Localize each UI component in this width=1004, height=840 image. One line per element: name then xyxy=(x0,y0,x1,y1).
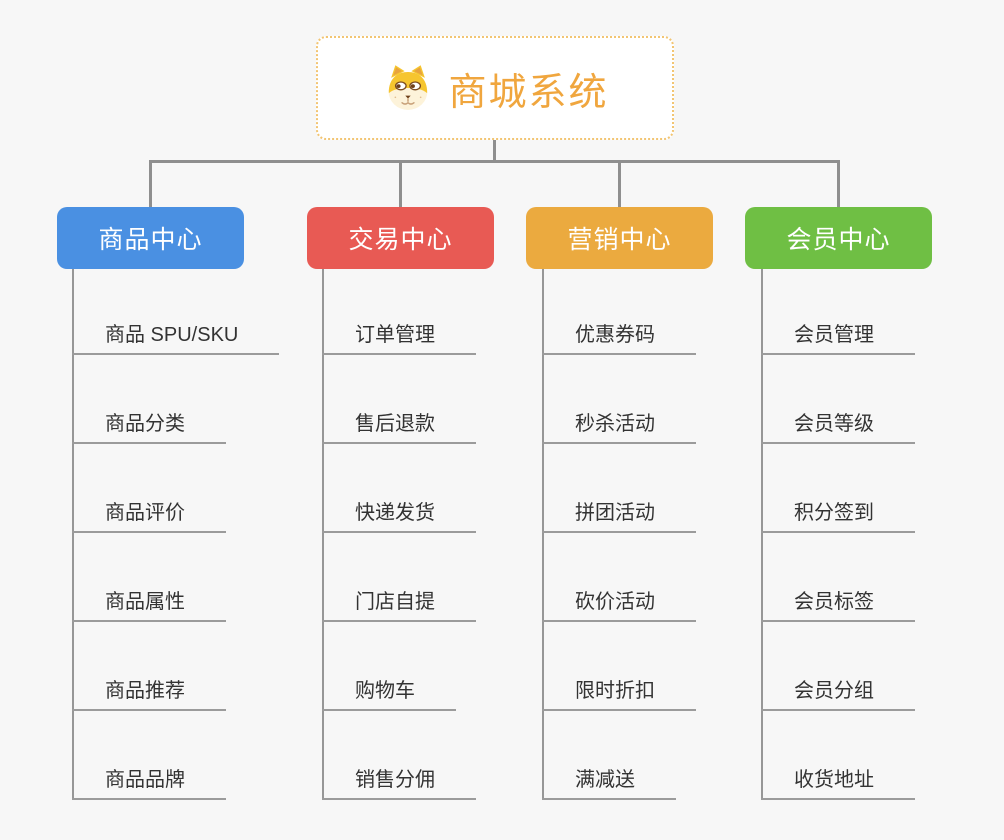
leaf-node[interactable]: 门店自提 xyxy=(322,589,476,622)
leaf-node[interactable]: 商品推荐 xyxy=(72,678,226,711)
connector-drop-members xyxy=(837,161,840,207)
connector-drop-marketing xyxy=(618,161,621,207)
branch-label: 商品中心 xyxy=(98,226,203,254)
leaf-node[interactable]: 商品分类 xyxy=(72,411,226,444)
connector-root-stem xyxy=(493,140,496,161)
branch-spine-member-center xyxy=(761,269,763,800)
connector-drop-products xyxy=(149,161,152,207)
branch-spine-trade-center xyxy=(322,269,324,800)
leaf-node[interactable]: 商品 SPU/SKU xyxy=(72,322,280,355)
leaf-node[interactable]: 满减送 xyxy=(542,767,676,800)
branch-node-trade-center[interactable]: 交易中心 xyxy=(307,207,494,269)
branch-node-member-center[interactable]: 会员中心 xyxy=(745,207,932,269)
leaf-node[interactable]: 优惠券码 xyxy=(542,322,696,355)
leaf-node[interactable]: 会员管理 xyxy=(761,322,915,355)
leaf-node[interactable]: 商品评价 xyxy=(72,500,226,533)
connector-drop-trade xyxy=(399,161,402,207)
leaf-node[interactable]: 会员标签 xyxy=(761,589,915,622)
branch-spine-marketing-center xyxy=(542,269,544,800)
leaf-node[interactable]: 拼团活动 xyxy=(542,500,696,533)
leaf-node[interactable]: 售后退款 xyxy=(322,411,476,444)
branch-node-product-center[interactable]: 商品中心 xyxy=(57,207,244,269)
leaf-node[interactable]: 收货地址 xyxy=(761,767,915,800)
branch-node-marketing-center[interactable]: 营销中心 xyxy=(526,207,713,269)
root-node-label: 商城系统 xyxy=(448,71,609,114)
leaf-node[interactable]: 购物车 xyxy=(322,678,456,711)
branch-label: 会员中心 xyxy=(786,226,891,254)
leaf-node[interactable]: 订单管理 xyxy=(322,322,476,355)
root-node[interactable]: 商城系统 xyxy=(316,36,674,140)
leaf-node[interactable]: 商品品牌 xyxy=(72,767,226,800)
leaf-node[interactable]: 砍价活动 xyxy=(542,589,696,622)
leaf-node[interactable]: 秒杀活动 xyxy=(542,411,696,444)
leaf-node[interactable]: 会员分组 xyxy=(761,678,915,711)
leaf-node[interactable]: 销售分佣 xyxy=(322,767,476,800)
leaf-node[interactable]: 积分签到 xyxy=(761,500,915,533)
leaf-node[interactable]: 商品属性 xyxy=(72,589,226,622)
leaf-node[interactable]: 限时折扣 xyxy=(542,678,696,711)
connector-horizontal xyxy=(149,160,840,163)
dog-face-icon xyxy=(389,65,428,110)
leaf-node[interactable]: 会员等级 xyxy=(761,411,915,444)
leaf-node[interactable]: 快递发货 xyxy=(322,500,476,533)
branch-spine-product-center xyxy=(72,269,74,800)
branch-label: 交易中心 xyxy=(348,226,453,254)
branch-label: 营销中心 xyxy=(567,226,672,254)
